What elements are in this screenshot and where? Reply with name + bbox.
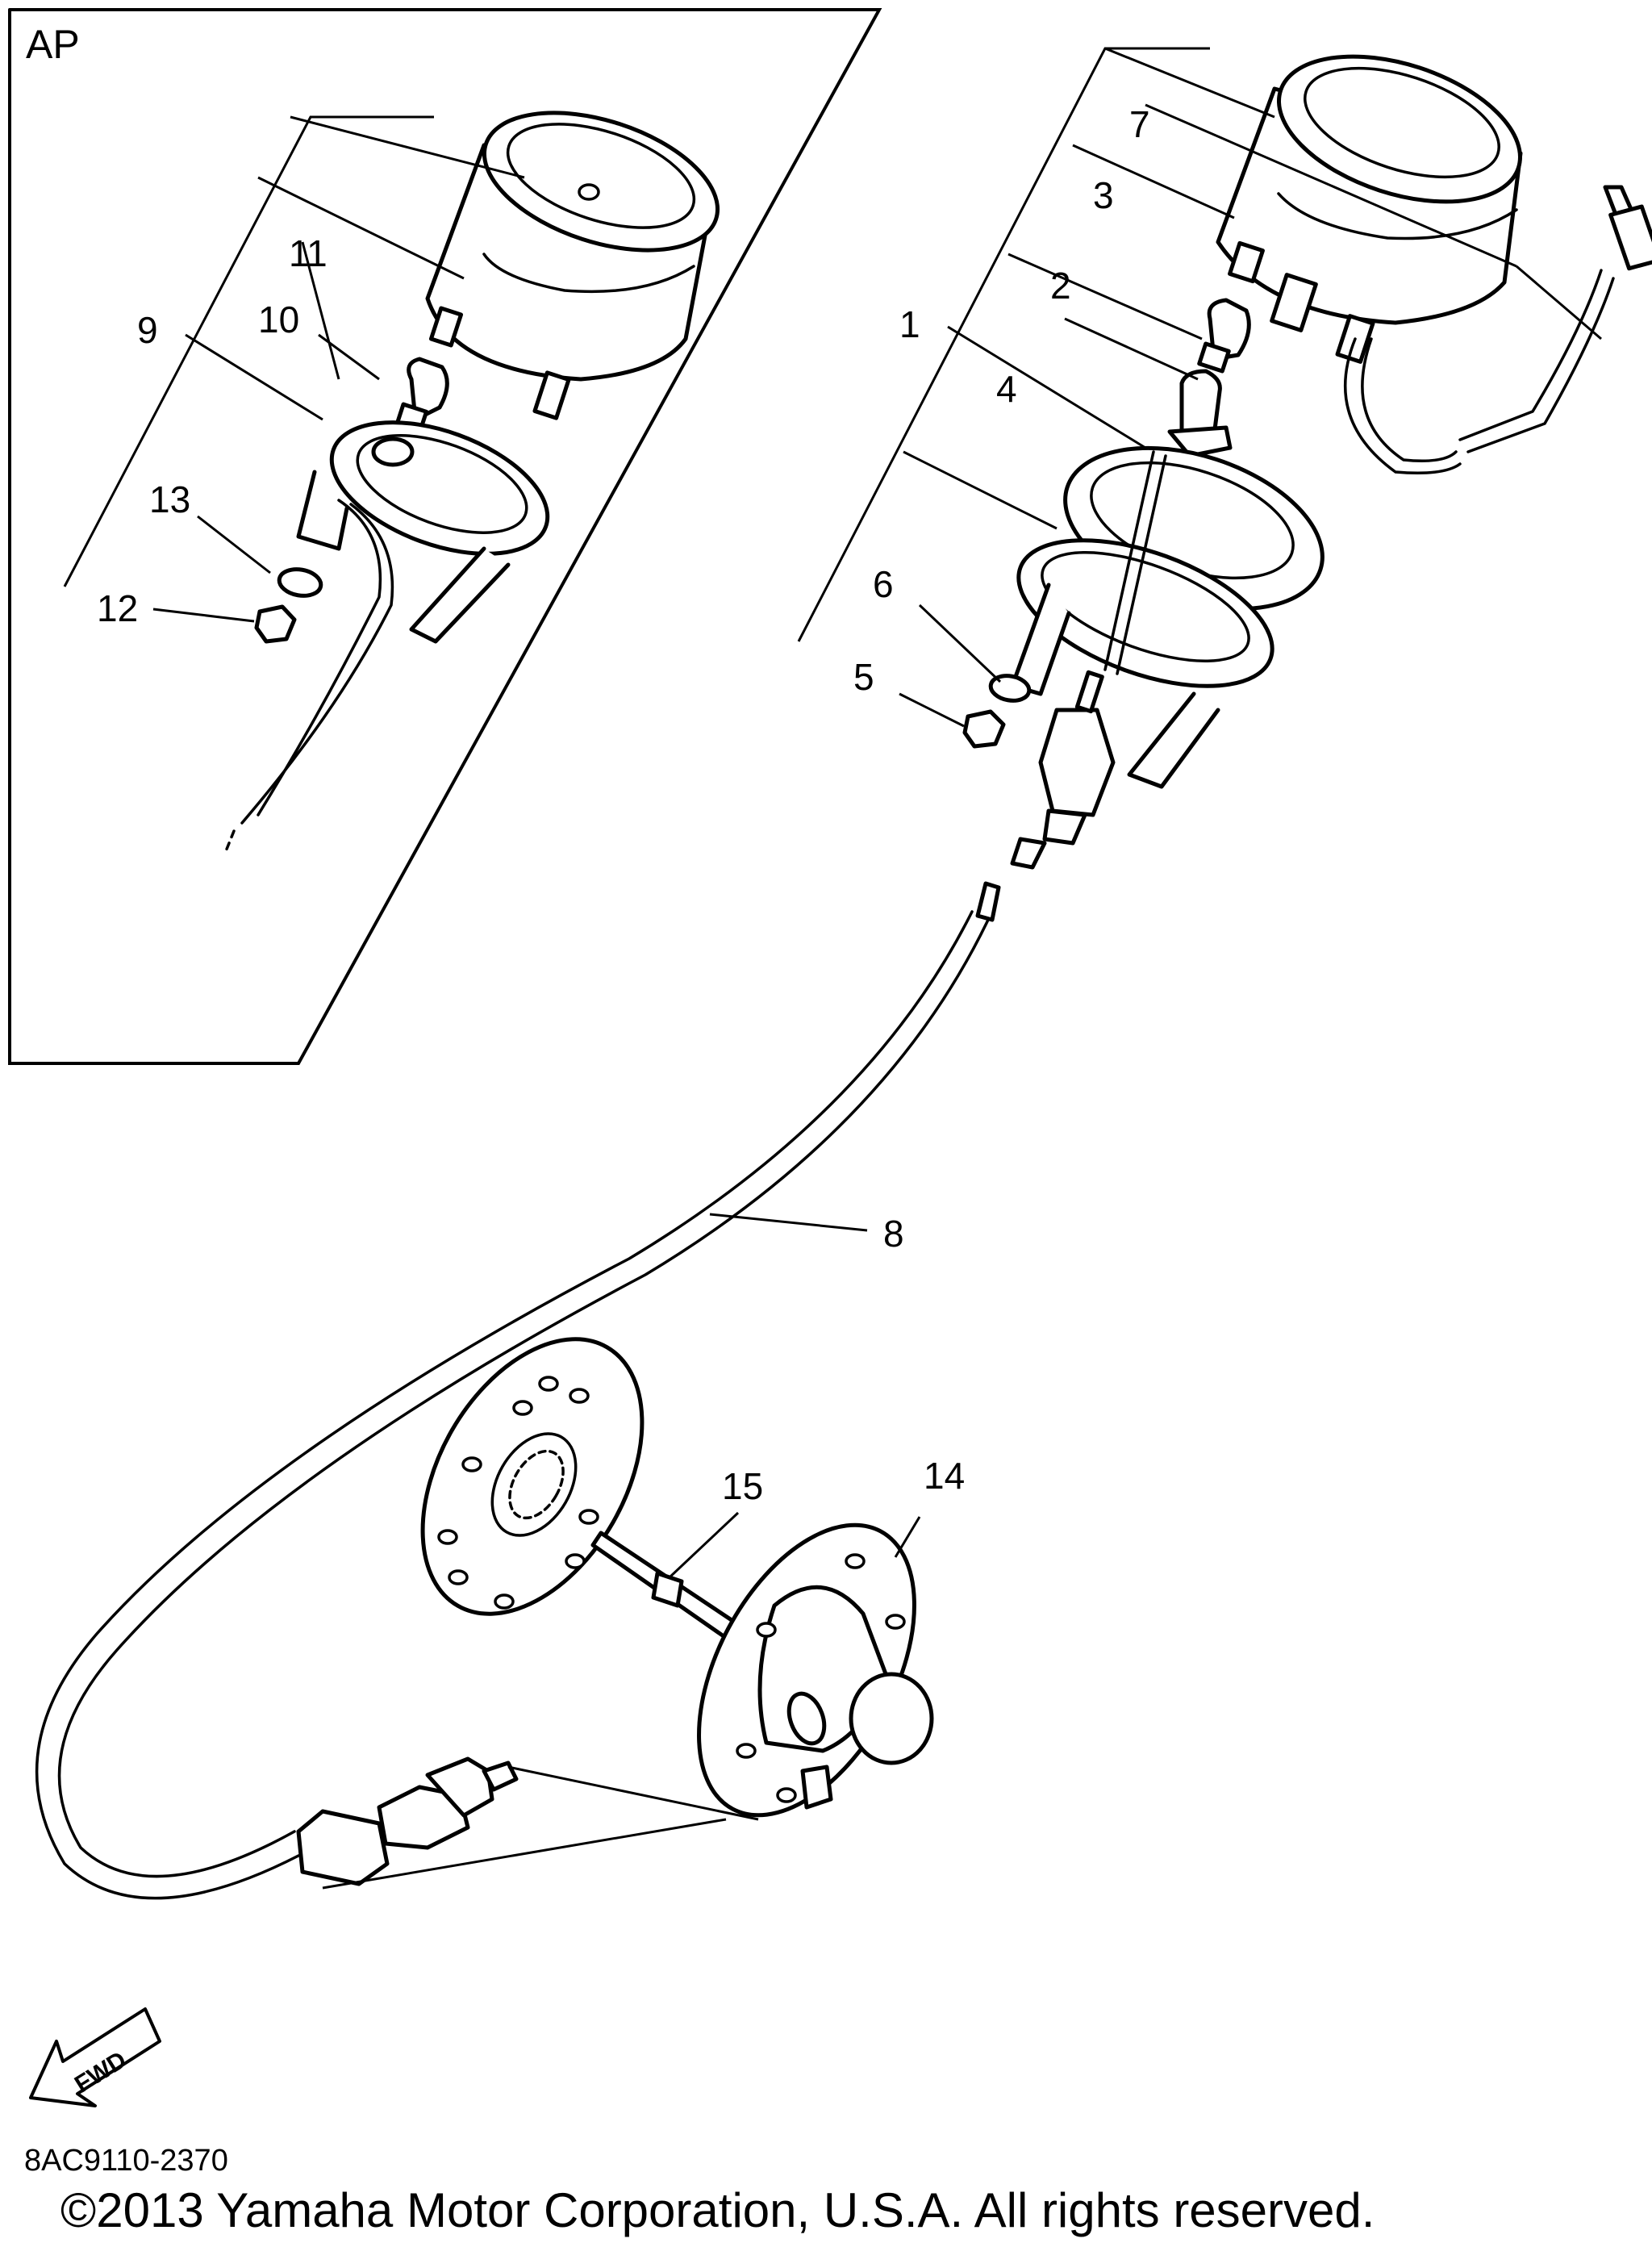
inset-frame [8, 8, 882, 1065]
copyright-notice: ©2013 Yamaha Motor Corporation, U.S.A. A… [60, 2183, 1375, 2237]
drive-shaft [590, 1531, 736, 1640]
callout-6: 6 [873, 563, 894, 605]
inset-leader-lines [63, 115, 525, 623]
callout-3: 3 [1093, 174, 1114, 216]
callout-10: 10 [258, 299, 299, 340]
callout-13: 13 [149, 478, 190, 520]
connector-guide-line [507, 1765, 759, 1821]
fwd-arrow: FWD [29, 2007, 161, 2107]
callout-labels: 1 2 3 4 5 6 7 8 9 10 11 12 13 14 15 [97, 103, 1150, 1507]
callout-12: 12 [97, 587, 138, 629]
callout-15: 15 [722, 1465, 763, 1507]
leader-15 [668, 1511, 740, 1579]
callout-5: 5 [853, 656, 874, 698]
callout-8: 8 [883, 1213, 904, 1255]
inset-label: AP [26, 22, 80, 67]
callout-11: 11 [289, 232, 327, 274]
speedometer-gear-unit [697, 1522, 934, 1818]
callout-14: 14 [924, 1455, 965, 1497]
main-leader-lines [797, 47, 1602, 728]
main-meter-assembly [962, 54, 1652, 870]
brake-disc-plate [420, 1337, 645, 1616]
leader-8 [709, 1213, 868, 1232]
callout-7: 7 [1129, 103, 1150, 145]
diagram-code: 8AC9110-2370 [24, 2144, 228, 2178]
callout-4: 4 [996, 368, 1017, 410]
callout-1: 1 [899, 303, 920, 345]
callout-9: 9 [137, 309, 158, 351]
leader-14 [894, 1516, 921, 1558]
callout-2: 2 [1050, 265, 1071, 307]
speedometer-cable [35, 881, 1001, 1900]
inset-meter-assembly [224, 111, 720, 853]
connector-guide-line-2 [322, 1818, 727, 1890]
